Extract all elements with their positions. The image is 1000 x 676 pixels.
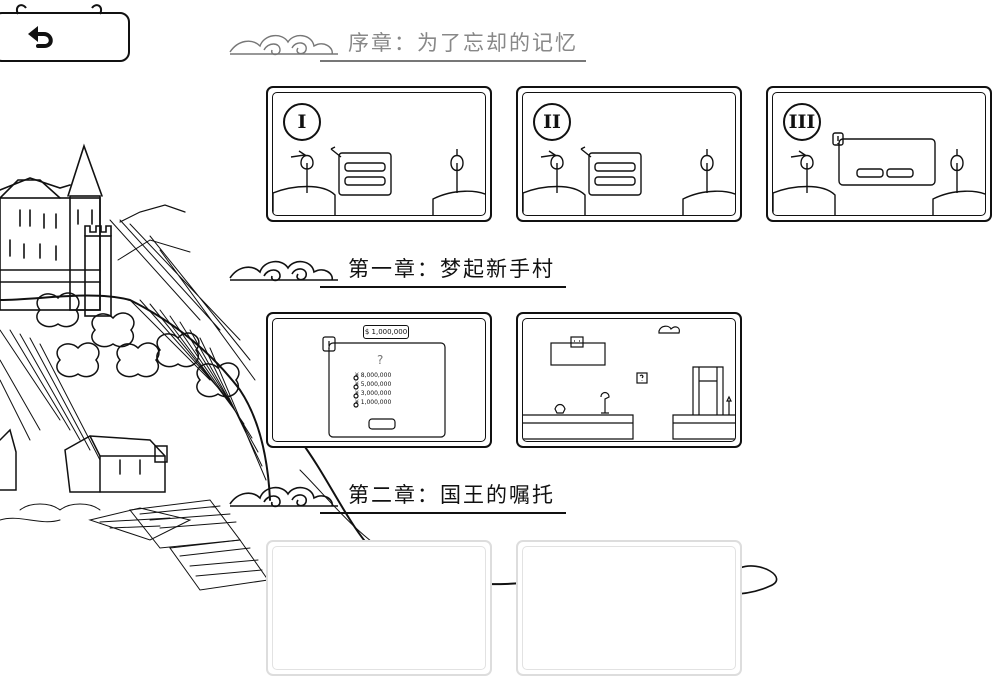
level-preview — [272, 546, 486, 670]
chapter-title-2: 第二章：国王的嘱托 — [348, 483, 555, 507]
chapter-header-prologue: 序章：为了忘却的记忆 — [228, 28, 598, 64]
chapter-underline — [320, 60, 586, 62]
level-preview: $ 1,000,000 ? ¥ 8,000,000 ¥ 5,000,000 ¥ … — [272, 318, 486, 442]
back-button-ornament — [16, 4, 102, 15]
level-card-prologue-1[interactable]: I — [266, 86, 492, 222]
level-preview — [522, 546, 736, 670]
platformer-scene-sketch — [523, 325, 735, 440]
back-button[interactable] — [0, 12, 130, 62]
quiz-option: ¥ 8,000,000 — [355, 372, 392, 379]
level-card-chapter2-1[interactable] — [266, 540, 492, 676]
level-numeral-badge: II — [533, 103, 571, 141]
level-scene-sketch — [523, 146, 735, 215]
quiz-option: ¥ 5,000,000 — [355, 381, 392, 388]
castle-landscape-illustration — [0, 143, 778, 596]
level-card-chapter2-2[interactable] — [516, 540, 742, 676]
cloud-scroll-ornament — [229, 486, 338, 508]
quiz-scene-sketch — [322, 336, 446, 438]
chapter-header-2: 第二章：国王的嘱托 — [228, 480, 568, 516]
level-card-prologue-2[interactable]: II — [516, 86, 742, 222]
level-scene-sketch — [273, 146, 485, 215]
quiz-option: ¥ 1,000,000 — [355, 399, 392, 406]
chapter-title-1: 第一章：梦起新手村 — [348, 257, 555, 281]
level-preview: I — [272, 92, 486, 216]
level-card-prologue-3[interactable]: III — [766, 86, 992, 222]
chapter-title-prologue: 序章：为了忘却的记忆 — [348, 31, 578, 55]
level-preview — [522, 318, 736, 442]
level-select-screen: 序章：为了忘却的记忆 第一章：梦起新手村 第二章：国王的嘱托 — [0, 4, 992, 676]
quiz-option: ¥ 3,000,000 — [355, 390, 392, 397]
level-numeral-badge: III — [783, 103, 821, 141]
level-card-chapter1-1[interactable]: $ 1,000,000 ? ¥ 8,000,000 ¥ 5,000,000 ¥ … — [266, 312, 492, 448]
quiz-question-mark: ? — [377, 353, 384, 367]
cloud-scroll-ornament — [229, 260, 338, 282]
level-scene-sketch — [773, 132, 985, 215]
undo-arrow-icon — [28, 26, 53, 48]
level-card-chapter1-2[interactable] — [516, 312, 742, 448]
chapter-underline — [320, 512, 566, 514]
cloud-scroll-ornament — [229, 35, 338, 56]
chapter-underline — [320, 286, 566, 288]
level-numeral-badge: I — [283, 103, 321, 141]
price-tag: $ 1,000,000 — [363, 325, 409, 339]
chapter-header-1: 第一章：梦起新手村 — [228, 254, 568, 290]
level-preview: III — [772, 92, 986, 216]
level-preview: II — [522, 92, 736, 216]
